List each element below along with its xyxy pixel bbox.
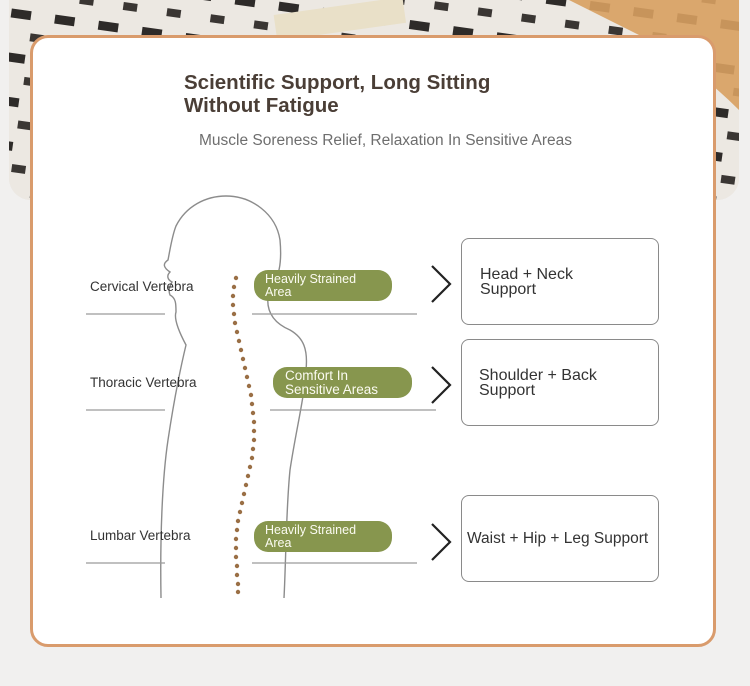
chevron-right-icon: [431, 523, 452, 561]
thoracic-tag-pill: Comfort In Sensitive Areas: [273, 367, 412, 398]
thoracic-tag-text: Comfort In Sensitive Areas: [285, 368, 379, 397]
lumbar-tag-text: Heavily Strained Area: [265, 523, 357, 550]
cervical-vertebra-label: Cervical Vertebra: [90, 279, 194, 294]
thoracic-vertebra-label: Thoracic Vertebra: [90, 375, 197, 390]
guide-lines: [86, 313, 436, 564]
lumbar-vertebra-label: Lumbar Vertebra: [90, 528, 191, 543]
page-subtitle: Muscle Soreness Relief, Relaxation In Se…: [199, 132, 573, 149]
waist-hip-leg-support-box: Waist + Hip + Leg Support: [461, 495, 659, 582]
spine-dots: [230, 275, 257, 595]
head-neck-support-text: Head + Neck Support: [480, 265, 573, 298]
shoulder-back-support-box: Shoulder + Back Support: [461, 339, 659, 426]
cervical-tag-text: Heavily Strained Area: [265, 272, 357, 299]
lumbar-tag-pill: Heavily Strained Area: [254, 521, 392, 552]
head-neck-support-box: Head + Neck Support: [461, 238, 659, 325]
shoulder-back-support-text: Shoulder + Back Support: [479, 366, 597, 399]
page-title: Scientific Support, Long Sitting Without…: [184, 71, 491, 117]
waist-hip-leg-support-text: Waist + Hip + Leg Support: [467, 530, 649, 547]
cervical-tag-pill: Heavily Strained Area: [254, 270, 392, 301]
chevron-right-icon: [431, 366, 452, 404]
chevron-right-icon: [431, 265, 452, 303]
